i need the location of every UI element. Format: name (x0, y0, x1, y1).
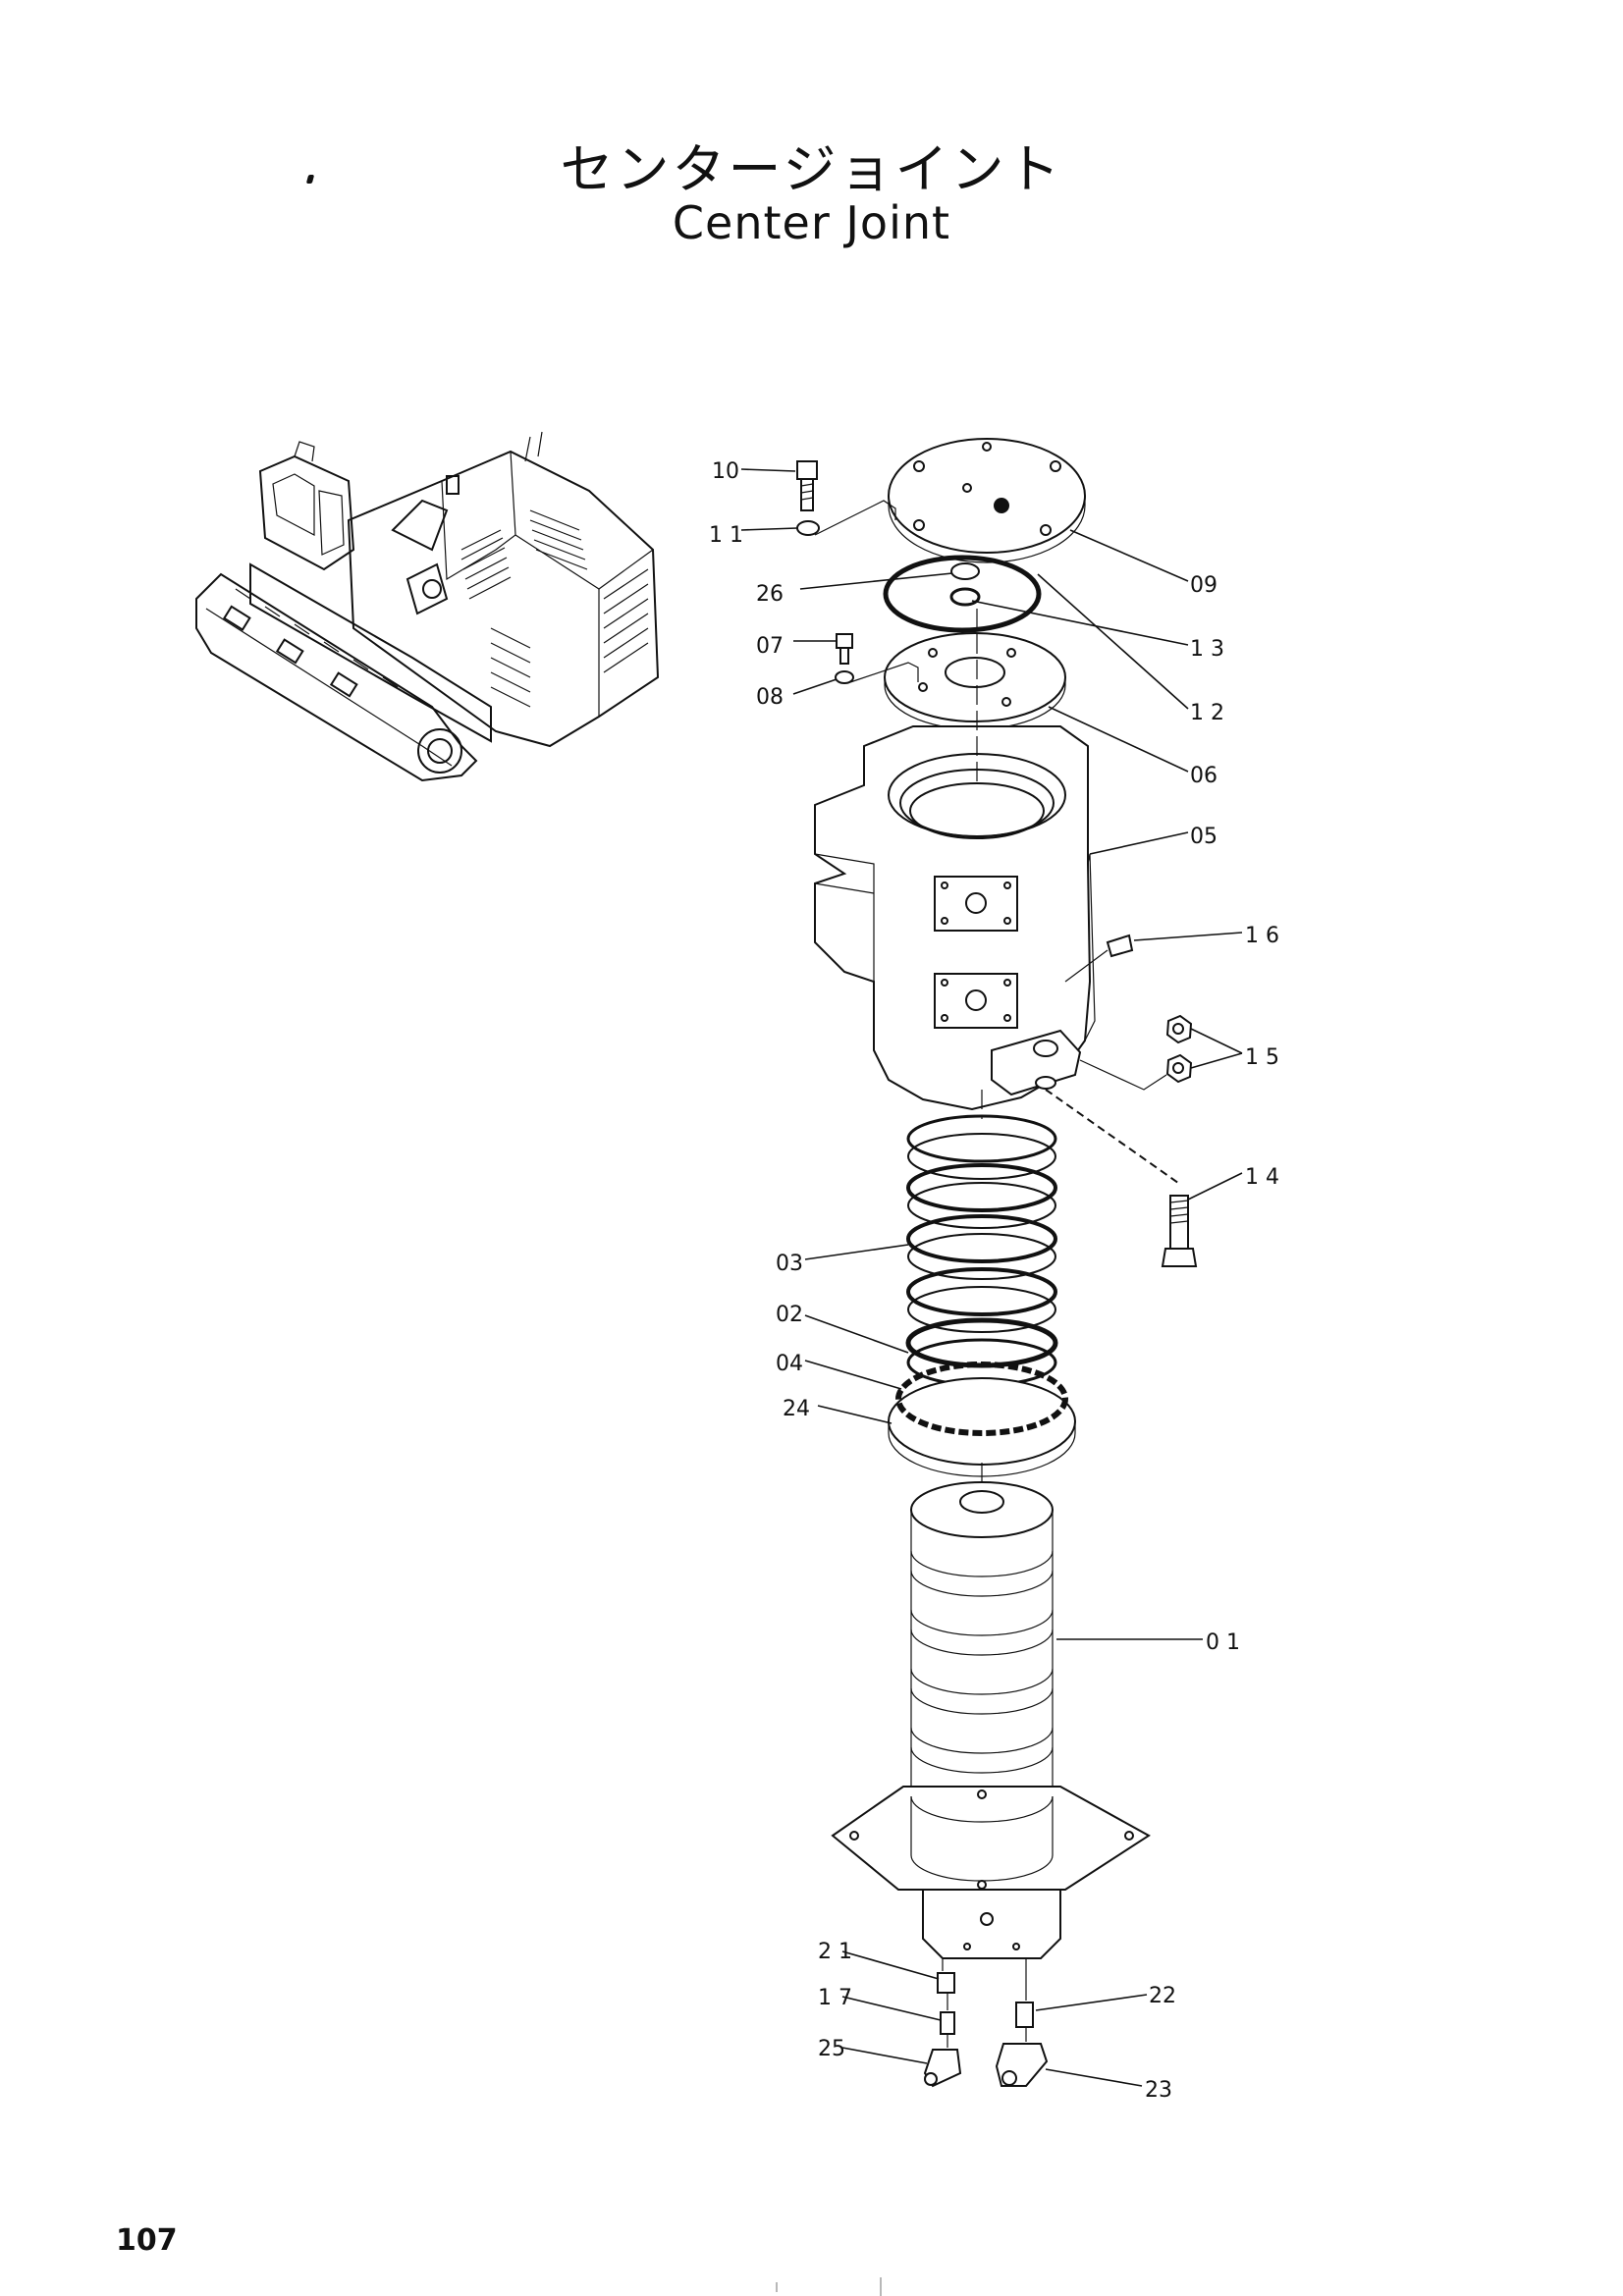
part-12-o-ring (883, 555, 1042, 633)
label-09: 09 (1190, 573, 1217, 598)
part-01-spindle (831, 1481, 1151, 1959)
part-16-grease-fitting (1064, 934, 1134, 983)
label-05: 05 (1190, 825, 1217, 849)
part-21-fitting (937, 1972, 955, 1994)
part-10-bolt (796, 460, 818, 511)
label-21: 2 1 (818, 1940, 852, 1964)
part-06-plate (884, 632, 1066, 730)
label-02: 02 (776, 1303, 803, 1327)
label-24: 24 (783, 1397, 810, 1421)
label-08: 08 (756, 685, 784, 710)
title-japanese: センタージョイント (560, 138, 1063, 200)
part-11-washer (796, 520, 820, 536)
label-03: 03 (776, 1252, 803, 1276)
leader-lines (740, 468, 1243, 2087)
label-10: 10 (712, 459, 739, 484)
part-07-bolt (836, 633, 853, 665)
part-05-housing (814, 725, 1096, 1111)
part-25-elbow (923, 2049, 962, 2088)
label-22: 22 (1149, 1984, 1176, 2008)
label-26: 26 (756, 582, 784, 607)
part-08-washer (835, 670, 854, 684)
part-26-seal (950, 562, 980, 580)
label-17: 1 7 (818, 1986, 852, 2010)
part-23-tee (995, 2043, 1049, 2087)
label-06: 06 (1190, 764, 1217, 788)
excavator-illustration (195, 431, 660, 782)
label-13: 1 3 (1190, 637, 1224, 662)
label-04: 04 (776, 1352, 803, 1376)
part-24-bearing (888, 1362, 1076, 1477)
label-15: 1 5 (1245, 1045, 1279, 1070)
part-14-long-bolt (1045, 1089, 1198, 1267)
label-12: 1 2 (1190, 701, 1224, 725)
center-joint-parts (796, 438, 1198, 2088)
label-14: 1 4 (1245, 1165, 1279, 1190)
part-17-fitting (940, 2011, 955, 2035)
label-25: 25 (818, 2037, 845, 2061)
label-07: 07 (756, 634, 784, 659)
part-09-cover-plate (888, 438, 1086, 563)
part-22-fitting (1015, 2002, 1034, 2028)
label-01: 0 1 (1206, 1630, 1240, 1655)
scan-marks (776, 2277, 882, 2296)
title-english: Center Joint (672, 196, 951, 249)
page-number: 107 (116, 2223, 178, 2258)
label-16: 1 6 (1245, 924, 1279, 948)
label-23: 23 (1145, 2078, 1172, 2103)
part-labels: 10 1 1 26 07 08 09 1 3 1 2 06 05 1 6 1 5… (709, 459, 1279, 2103)
part-15-nuts (1079, 1014, 1193, 1091)
part-03-ring-stack (905, 1114, 1058, 1387)
label-11: 1 1 (709, 523, 743, 548)
part-13-o-ring (949, 587, 981, 607)
